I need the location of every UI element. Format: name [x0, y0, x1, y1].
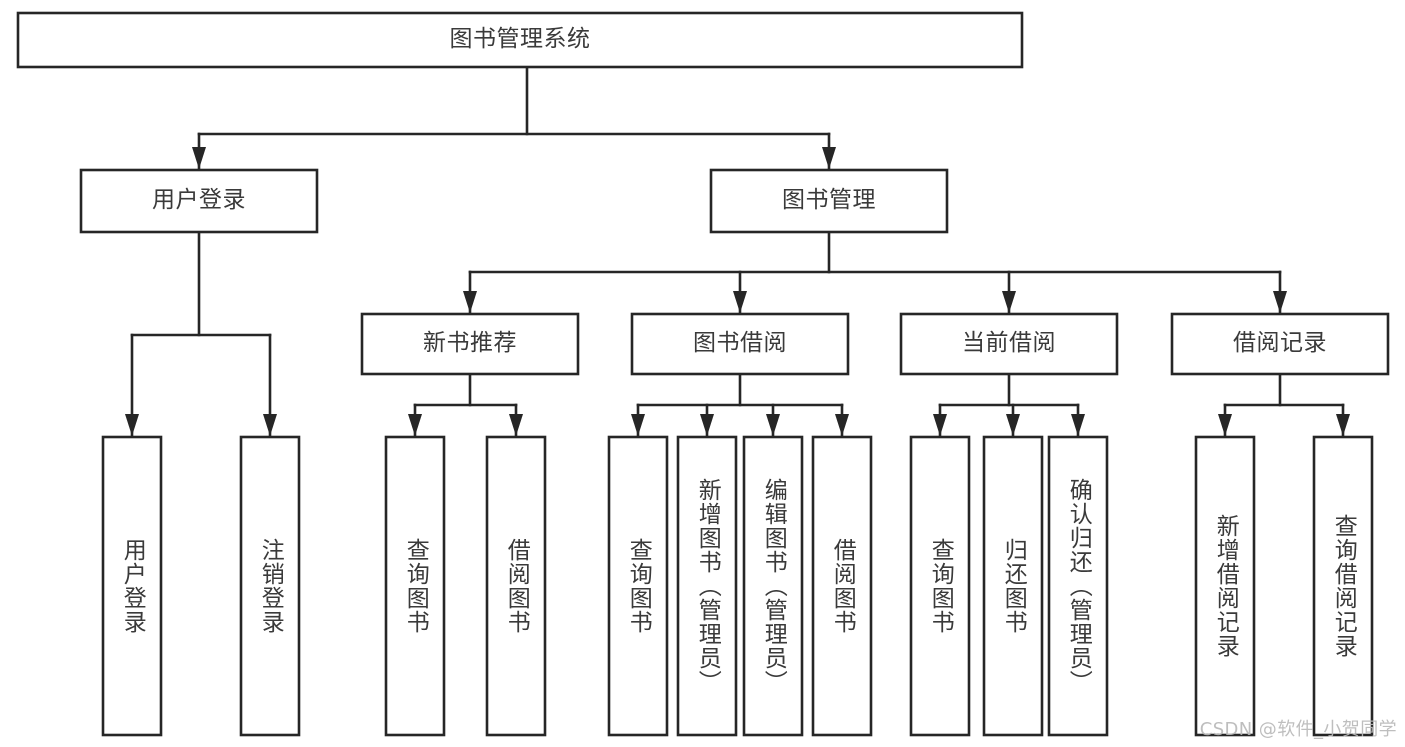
- node-box-leaf-query-borrow-record[interactable]: [1312, 435, 1374, 737]
- arrow-head-icon: [822, 147, 836, 169]
- arrow-head-icon: [1273, 291, 1287, 313]
- node-box-leaf-confirm-return[interactable]: [1047, 435, 1109, 737]
- arrow-head-icon: [1218, 414, 1232, 436]
- node-box-current-borrow[interactable]: [899, 312, 1119, 376]
- arrow-head-icon: [192, 147, 206, 169]
- node-box-book-manage[interactable]: [709, 168, 949, 234]
- connector-layer: [125, 65, 1350, 437]
- arrow-head-icon: [700, 414, 714, 436]
- node-box-leaf-query-book-recommend[interactable]: [384, 435, 446, 737]
- watermark-text: CSDN @软件_小贺同学: [1199, 719, 1397, 740]
- arrow-head-icon: [835, 414, 849, 436]
- arrow-head-icon: [631, 414, 645, 436]
- node-box-leaf-add-borrow-record[interactable]: [1194, 435, 1256, 737]
- node-box-leaf-user-login[interactable]: [101, 435, 163, 737]
- arrow-head-icon: [408, 414, 422, 436]
- node-box-root[interactable]: [16, 11, 1024, 69]
- arrow-head-icon: [263, 414, 277, 436]
- arrow-head-icon: [1071, 414, 1085, 436]
- arrow-head-icon: [766, 414, 780, 436]
- node-box-leaf-query-book-borrow[interactable]: [607, 435, 669, 737]
- node-box-borrow-record[interactable]: [1170, 312, 1390, 376]
- node-box-leaf-return-book[interactable]: [982, 435, 1044, 737]
- node-box-layer: [16, 11, 1390, 737]
- arrow-head-icon: [1002, 291, 1016, 313]
- arrow-head-icon: [1336, 414, 1350, 436]
- node-box-leaf-query-book-current[interactable]: [909, 435, 971, 737]
- node-box-book-borrow[interactable]: [630, 312, 850, 376]
- node-box-leaf-add-book[interactable]: [676, 435, 738, 737]
- arrow-head-icon: [463, 291, 477, 313]
- node-box-leaf-borrow-book-recommend[interactable]: [485, 435, 547, 737]
- arrow-head-icon: [125, 414, 139, 436]
- node-box-leaf-edit-book[interactable]: [742, 435, 804, 737]
- node-box-leaf-borrow-book[interactable]: [811, 435, 873, 737]
- node-box-user-login[interactable]: [79, 168, 319, 234]
- node-box-new-book-recommend[interactable]: [360, 312, 580, 376]
- arrow-head-icon: [733, 291, 747, 313]
- node-box-leaf-user-logout[interactable]: [239, 435, 301, 737]
- arrow-head-icon: [1006, 414, 1020, 436]
- arrow-head-icon: [509, 414, 523, 436]
- arrow-head-icon: [933, 414, 947, 436]
